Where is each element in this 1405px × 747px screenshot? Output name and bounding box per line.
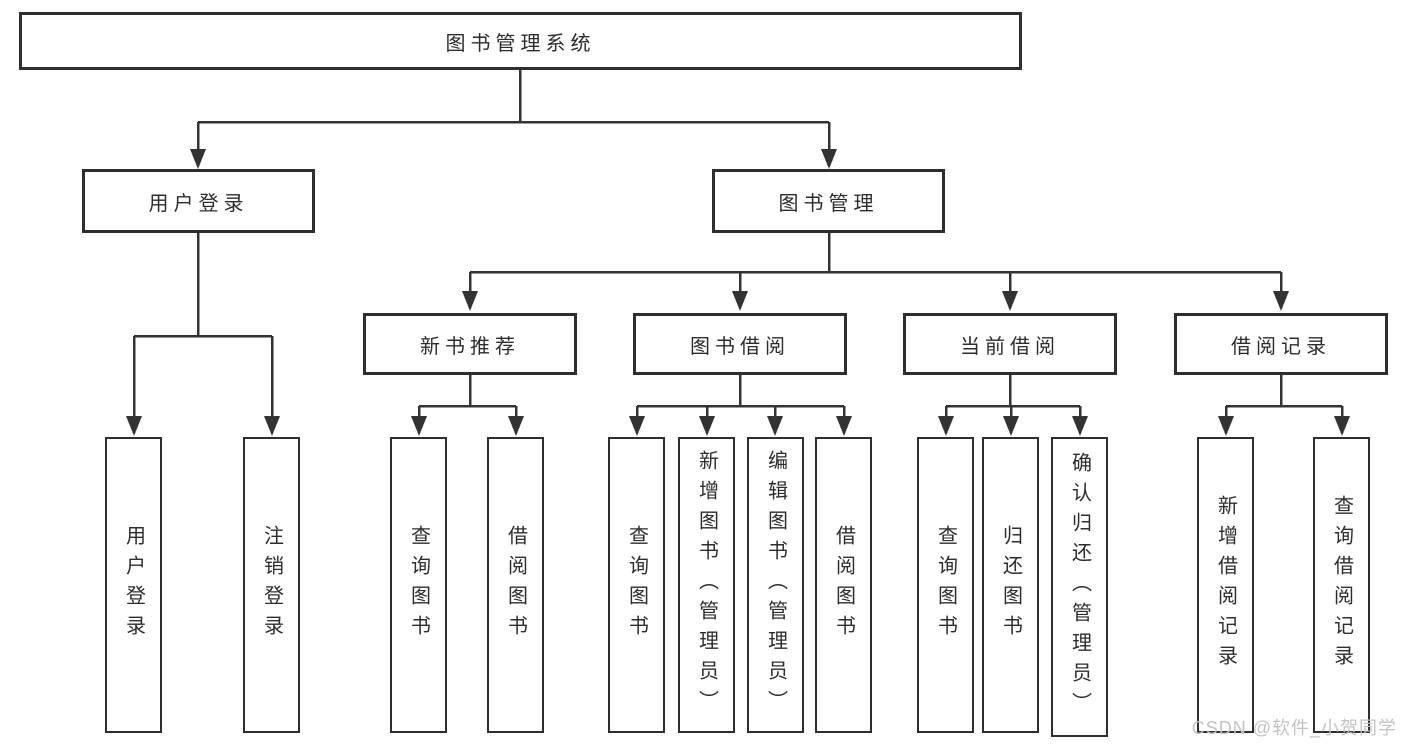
leaf-query-books-current: 查询图书: [917, 437, 974, 733]
node-borrow-records-label: 借阅记录: [1231, 335, 1331, 358]
connector-user-login-children: [132, 233, 274, 422]
node-new-book-recommend-label: 新书推荐: [420, 335, 520, 358]
leaf-edit-book-admin-label: 编辑图书（管理员）: [764, 450, 787, 720]
leaf-logout-label: 注销登录: [260, 525, 283, 645]
leaf-add-borrow-record-label: 新增借阅记录: [1214, 495, 1237, 675]
connector-borrow-record-children: [1224, 375, 1344, 422]
leaf-user-login: 用户登录: [105, 437, 162, 733]
node-borrow-records: 借阅记录: [1174, 313, 1388, 375]
leaf-edit-book-admin: 编辑图书（管理员）: [747, 437, 804, 733]
connector-new-book-children: [417, 375, 518, 422]
csdn-watermark: CSDN @软件_小贺同学: [1191, 718, 1397, 738]
leaf-query-books-current-label: 查询图书: [934, 525, 957, 645]
leaf-return-books: 归还图书: [982, 437, 1039, 733]
leaf-query-borrow-record-label: 查询借阅记录: [1330, 495, 1353, 675]
node-current-borrow-label: 当前借阅: [960, 335, 1060, 358]
connector-book-management-children: [468, 233, 1283, 297]
leaf-logout: 注销登录: [243, 437, 300, 733]
leaf-confirm-return-admin: 确认归还（管理员）: [1051, 437, 1108, 737]
leaf-query-books-recommend-label: 查询图书: [407, 525, 430, 645]
node-user-login-label: 用户登录: [148, 192, 249, 215]
node-user-login: 用户登录: [82, 169, 315, 233]
leaf-query-borrow-record: 查询借阅记录: [1313, 437, 1370, 733]
leaf-query-books-borrow: 查询图书: [608, 437, 665, 733]
node-book-management-label: 图书管理: [778, 192, 879, 215]
node-new-book-recommend: 新书推荐: [363, 313, 577, 375]
leaf-borrow-books-recommend-label: 借阅图书: [504, 525, 527, 645]
node-current-borrow: 当前借阅: [903, 313, 1117, 375]
connector-book-borrow-children: [635, 375, 846, 422]
leaf-add-borrow-record: 新增借阅记录: [1197, 437, 1254, 733]
leaf-user-login-label: 用户登录: [122, 525, 145, 645]
leaf-query-books-recommend: 查询图书: [390, 437, 447, 733]
leaf-borrow-books-recommend: 借阅图书: [487, 437, 544, 733]
leaf-query-books-borrow-label: 查询图书: [625, 525, 648, 645]
node-book-borrow: 图书借阅: [633, 313, 847, 375]
leaf-add-book-admin: 新增图书（管理员）: [678, 437, 735, 733]
connector-root-to-level2: [196, 70, 831, 155]
leaf-return-books-label: 归还图书: [999, 525, 1022, 645]
arrowheads: [126, 149, 1350, 436]
node-book-borrow-label: 图书借阅: [690, 335, 790, 358]
leaf-confirm-return-admin-label: 确认归还（管理员）: [1068, 452, 1091, 722]
node-book-management: 图书管理: [712, 169, 945, 233]
leaf-borrow-books: 借阅图书: [815, 437, 872, 733]
node-root-label: 图书管理系统: [445, 32, 596, 55]
leaf-borrow-books-label: 借阅图书: [832, 525, 855, 645]
leaf-add-book-admin-label: 新增图书（管理员）: [695, 450, 718, 720]
connector-current-borrow-children: [944, 375, 1082, 422]
node-library-management-system: 图书管理系统: [19, 12, 1022, 70]
